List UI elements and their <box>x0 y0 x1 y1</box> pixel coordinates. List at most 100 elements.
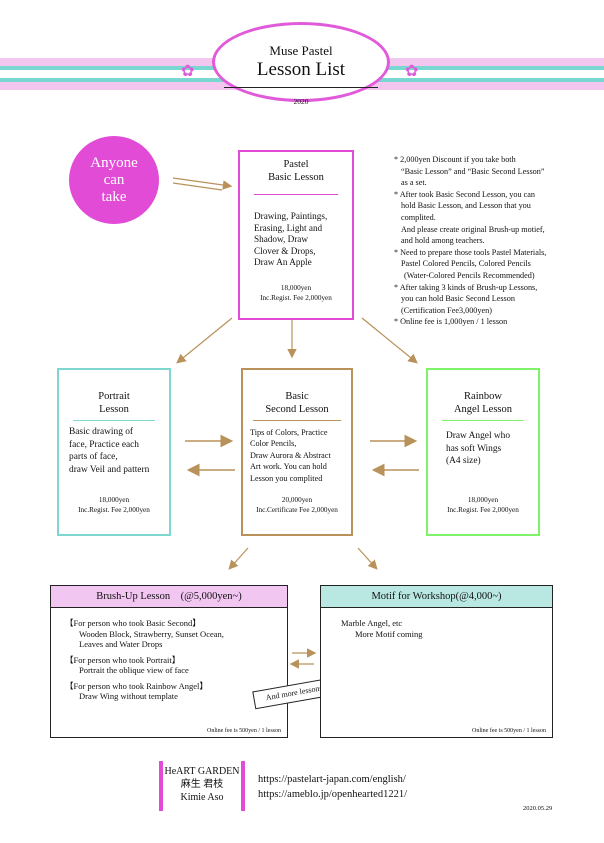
basic-body-line: Clover & Drops, <box>254 245 316 256</box>
motif-item: More Motif coming <box>355 628 423 639</box>
note-line: * Online fee is 1,000yen / 1 lesson <box>394 317 508 327</box>
arrow-anyone-basic <box>172 177 233 190</box>
document-date: 2020.05.29 <box>523 805 553 812</box>
motif-online-fee: Online fee is 500yen / 1 lesson <box>472 728 546 734</box>
note-line: * Need to prepare those tools Pastel Mat… <box>394 247 547 257</box>
brushup-item: Wooden Block, Strawberry, Sunset Ocean, <box>79 628 224 639</box>
basic-title-1: Pastel <box>283 159 309 170</box>
second-fee-1: 20,000yen <box>281 496 313 504</box>
second-title-underline <box>253 420 341 421</box>
portrait-body-line: face, Practice each <box>69 439 139 450</box>
arrow-basic-rainbow <box>361 317 418 364</box>
brushup-group-head: 【For person who took Rainbow Angel】 <box>65 680 208 691</box>
second-title-1: Basic <box>285 391 309 402</box>
right-ornament-icon: ✿ <box>405 63 419 80</box>
rainbow-title-underline <box>442 420 524 421</box>
logo-line-3: Kimie Aso <box>180 792 224 803</box>
left-ornament-icon: ✿ <box>181 63 195 80</box>
second-body: Tips of Colors, Practice Color Pencils, … <box>250 427 331 484</box>
basic-title-underline <box>254 194 338 195</box>
rainbow-title-2: Angel Lesson <box>453 404 513 415</box>
note-line: (Water-Colored Pencils Recommended) <box>404 270 535 280</box>
note-line: And please create original Brush-up moti… <box>401 224 545 234</box>
brushup-box: Brush-Up Lesson (@5,000yen~) 【For person… <box>50 585 288 738</box>
anyone-line-2: can <box>103 171 125 188</box>
second-title: Basic Second Lesson <box>243 390 351 416</box>
portrait-title: Portrait Lesson <box>59 390 169 416</box>
motif-header: Motif for Workshop(@4,000~) <box>321 586 552 608</box>
brushup-online-fee: Online fee is 500yen / 1 lesson <box>207 728 281 734</box>
rainbow-body-line: has soft Wings <box>446 443 502 454</box>
portrait-body-line: parts of face, <box>69 452 118 462</box>
title-underline <box>224 87 378 88</box>
note-line: complited. <box>401 212 436 222</box>
note-line: (Certification Fee3,000yen) <box>401 305 492 315</box>
note-line: * 2,000yen Discount if you take both <box>394 155 516 164</box>
rainbow-title-1: Rainbow <box>464 391 502 402</box>
second-fee: 20,000yen Inc.Certificate Fee 2,000yen <box>243 496 351 515</box>
portrait-title-2: Lesson <box>99 404 129 415</box>
second-body-line: Art work. You can hold <box>250 462 327 472</box>
brushup-item: Draw Wing without template <box>79 691 178 701</box>
url-ameblo[interactable]: https://ameblo.jp/openhearted1221/ <box>258 789 408 800</box>
portrait-lesson-card: Portrait Lesson Basic drawing of face, P… <box>57 368 171 536</box>
portrait-title-underline <box>73 420 155 421</box>
note-line: hold Basic Lesson, and Lesson that you <box>401 201 531 211</box>
portrait-fee-1: 18,000yen <box>98 496 130 504</box>
second-fee-2: Inc.Certificate Fee 2,000yen <box>256 505 338 514</box>
portrait-fee: 18,000yen Inc.Regist. Fee 2,000yen <box>59 496 169 515</box>
second-title-2: Second Lesson <box>265 404 329 415</box>
note-line: you can hold Basic Second Lesson <box>401 294 515 304</box>
note-line: * After taking 3 kinds of Brush-up Lesso… <box>394 282 538 292</box>
anyone-line-1: Anyone <box>90 154 138 171</box>
rainbow-fee: 18,000yen Inc.Regist. Fee 2,000yen <box>428 496 538 515</box>
url-pastelart[interactable]: https://pastelart-japan.com/english/ <box>258 774 406 785</box>
portrait-body: Basic drawing of face, Practice each par… <box>69 426 149 476</box>
portrait-body-line: Basic drawing of <box>69 427 134 437</box>
note-line: * After took Basic Second Lesson, you ca… <box>394 189 535 199</box>
basic-body: Drawing, Paintings, Erasing, Light and S… <box>254 211 327 269</box>
basic-body-line: Erasing, Light and <box>254 222 323 233</box>
rainbow-fee-2: Inc.Regist. Fee 2,000yen <box>447 505 519 514</box>
basic-lesson-card: Pastel Basic Lesson Drawing, Paintings, … <box>238 150 354 320</box>
basic-fee-2: Inc.Regist. Fee 2,000yen <box>260 293 332 302</box>
rainbow-body: Draw Angel who has soft Wings (A4 size) <box>446 430 510 468</box>
basic-body-line: Drawing, Paintings, <box>254 211 328 221</box>
rainbow-title: Rainbow Angel Lesson <box>428 390 538 416</box>
basic-title: Pastel Basic Lesson <box>240 158 352 184</box>
arrow-basic-portrait <box>176 317 233 364</box>
anyone-line-3: take <box>101 188 127 205</box>
rainbow-body-line: (A4 size) <box>446 456 481 466</box>
logo-line-1: HeART GARDEN <box>164 766 240 777</box>
brushup-body: 【For person who took Basic Second】 Woode… <box>65 618 224 702</box>
second-lesson-card: Basic Second Lesson Tips of Colors, Prac… <box>241 368 353 536</box>
heart-garden-logo: HeART GARDEN 麻生 君枝 Kimie Aso <box>159 761 245 811</box>
brushup-item: Leaves and Water Drops <box>79 639 163 649</box>
basic-title-2: Basic Lesson <box>268 172 324 183</box>
basic-body-line: Draw An Apple <box>254 257 312 267</box>
portrait-body-line: draw Veil and pattern <box>69 464 150 475</box>
basic-fee-1: 18,000yen <box>280 284 312 292</box>
logo-line-2: 麻生 君枝 <box>180 779 224 790</box>
brushup-group-head: 【For person who took Basic Second】 <box>65 618 201 628</box>
brushup-header: Brush-Up Lesson (@5,000yen~) <box>51 586 287 608</box>
note-line: “Basic Lesson” and “Basic Second Lesson” <box>401 166 545 176</box>
anyone-can-take-badge: Anyone can take <box>69 136 159 224</box>
second-body-line: Color Pencils, <box>250 439 297 449</box>
portrait-fee-2: Inc.Regist. Fee 2,000yen <box>78 505 150 514</box>
basic-fee: 18,000yen Inc.Regist. Fee 2,000yen <box>240 284 352 303</box>
second-body-line: Lesson you complited <box>250 473 323 483</box>
motif-item: Marble Angel, etc <box>341 618 403 628</box>
note-line: and hold among teachers. <box>401 236 485 246</box>
note-line: Pastel Colored Pencils, Colored Pencils <box>401 259 531 269</box>
title-line-2: Lesson List <box>256 59 346 80</box>
second-body-line: Draw Aurora & Abstract <box>250 450 331 460</box>
note-line: as a set. <box>401 178 427 188</box>
year: 2020 <box>293 97 309 106</box>
brushup-group-head: 【For person who took Portrait】 <box>65 654 181 665</box>
rainbow-fee-1: 18,000yen <box>467 496 499 504</box>
title-line-1: Muse Pastel <box>269 43 333 58</box>
motif-box: Motif for Workshop(@4,000~) Marble Angel… <box>320 585 553 738</box>
basic-body-line: Shadow, Draw <box>254 234 309 244</box>
